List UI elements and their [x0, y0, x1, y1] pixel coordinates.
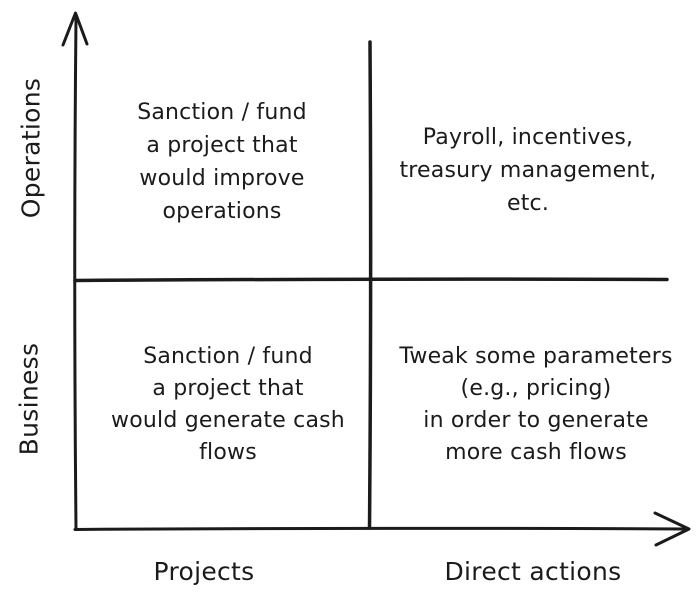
quadrant-text-line: flows — [199, 440, 257, 465]
quadrant-text-line: would improve — [139, 166, 305, 191]
quadrant-top-left-text: Sanction / fund a project that would imp… — [72, 96, 372, 228]
x-axis-line — [73, 526, 688, 531]
quadrant-bottom-right-text: Tweak some parameters (e.g., pricing) in… — [376, 341, 696, 469]
y-axis-label-operations: Operations — [16, 77, 46, 219]
x-axis-arrowhead-icon — [653, 511, 691, 547]
quadrant-text-line: Sanction / fund — [143, 344, 313, 369]
quadrant-text-line: would generate cash — [111, 408, 345, 433]
quadrant-text-line: treasury management, — [399, 158, 657, 183]
vertical-divider-line — [367, 40, 373, 530]
quadrant-top-right-text: Payroll, incentives, treasury management… — [373, 121, 683, 220]
quadrant-bottom-left-text: Sanction / fund a project that would gen… — [73, 341, 383, 469]
quadrant-text-line: etc. — [506, 191, 550, 216]
quadrant-text-line: a project that — [146, 133, 298, 158]
y-axis-arrowhead-icon — [61, 11, 89, 47]
x-axis-label-projects: Projects — [153, 557, 255, 586]
quadrant-text-line: in order to generate — [423, 408, 649, 433]
quadrant-text-line: Payroll, incentives, — [422, 125, 634, 150]
quadrant-text-line: Tweak some parameters — [399, 344, 673, 369]
y-axis-line — [73, 16, 78, 531]
quadrant-text-line: a project that — [152, 376, 304, 401]
y-axis-label-business: Business — [14, 342, 44, 456]
quadrant-text-line: operations — [162, 199, 282, 224]
quadrant-text-line: (e.g., pricing) — [460, 376, 612, 401]
x-axis-label-direct-actions: Direct actions — [444, 557, 622, 586]
quadrant-text-line: Sanction / fund — [137, 100, 307, 125]
quadrant-text-line: more cash flows — [445, 440, 627, 465]
